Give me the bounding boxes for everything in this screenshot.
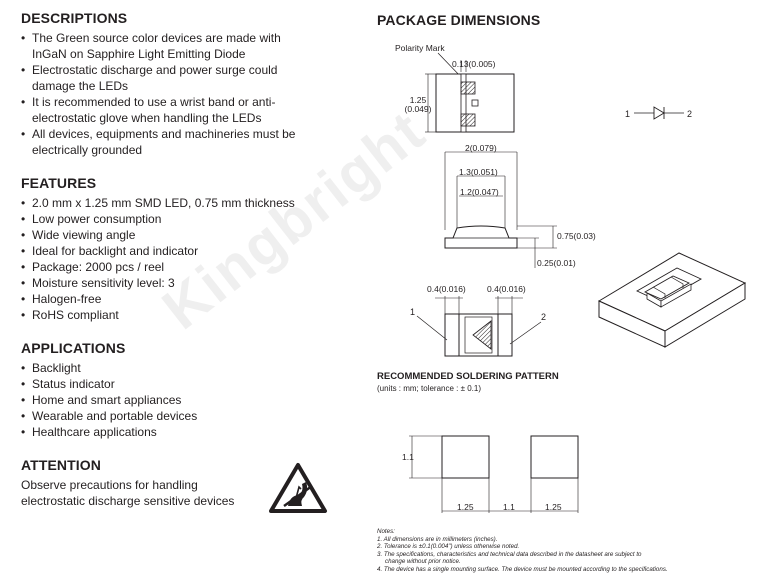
note-item: 1. All dimensions are in millimeters (in… bbox=[377, 535, 498, 543]
note-item: 3. The specifications, characteristics a… bbox=[377, 550, 642, 558]
notes-title: Notes: bbox=[377, 528, 395, 535]
list-item: Ideal for backlight and indicator bbox=[21, 243, 351, 259]
dim-pad-gap: 1.1 bbox=[503, 502, 515, 512]
dim-lens-inner: 1.2(0.047) bbox=[460, 187, 499, 197]
note-item: change without prior notice. bbox=[385, 558, 461, 566]
descriptions-title: DESCRIPTIONS bbox=[21, 10, 128, 26]
dim-height: 0.75(0.03) bbox=[557, 231, 596, 241]
list-item: Home and smart appliances bbox=[21, 392, 351, 408]
polarity-mark-label: Polarity Mark bbox=[395, 43, 445, 53]
dim-width-mm: 1.25 bbox=[410, 95, 427, 105]
soldering-title: RECOMMENDED SOLDERING PATTERN bbox=[377, 371, 559, 382]
dim-base: 0.25(0.01) bbox=[537, 258, 576, 268]
list-item: Wearable and portable devices bbox=[21, 408, 351, 424]
features-title: FEATURES bbox=[21, 175, 97, 191]
list-item: It is recommended to use a wrist band or… bbox=[21, 94, 307, 126]
notes: Notes: 1. All dimensions are in millimet… bbox=[377, 528, 668, 574]
attention-title: ATTENTION bbox=[21, 457, 101, 473]
soldering-pattern-drawing: 1.1 1.25 1.1 1.25 bbox=[402, 435, 579, 513]
features-list: 2.0 mm x 1.25 mm SMD LED, 0.75 mm thickn… bbox=[21, 195, 351, 323]
attention-line-2: electrostatic discharge sensitive device… bbox=[21, 494, 235, 508]
applications-title: APPLICATIONS bbox=[21, 340, 126, 356]
list-item: Wide viewing angle bbox=[21, 227, 351, 243]
symbol-pin2: 2 bbox=[687, 109, 692, 119]
dim-width-in: (0.049) bbox=[405, 104, 432, 114]
isometric-view-drawing bbox=[597, 252, 747, 348]
note-item: 4. The device has a single mounting surf… bbox=[377, 565, 668, 573]
note-item: 2. Tolerance is ±0.1(0.004") unless othe… bbox=[377, 543, 520, 551]
dim-total: 2(0.079) bbox=[465, 143, 497, 153]
soldering-subtitle: (units : mm; tolerance : ± 0.1) bbox=[377, 384, 481, 393]
list-item: Status indicator bbox=[21, 376, 351, 392]
dim-mark-width: 0.13(0.005) bbox=[452, 59, 496, 69]
list-item: All devices, equipments and machineries … bbox=[21, 126, 317, 158]
dim-pad-left: 0.4(0.016) bbox=[427, 284, 466, 294]
list-item: Low power consumption bbox=[21, 211, 351, 227]
dim-pad-left-width: 1.25 bbox=[457, 502, 474, 512]
list-item: Halogen-free bbox=[21, 291, 351, 307]
esd-warning-icon bbox=[269, 463, 327, 513]
list-item: Package: 2000 pcs / reel bbox=[21, 259, 351, 275]
diode-symbol: 1 2 bbox=[625, 106, 692, 120]
list-item: RoHS compliant bbox=[21, 307, 351, 323]
top-view-drawing: Polarity Mark 0.13(0.005) 1.25 (0.049) bbox=[395, 43, 515, 133]
left-column: DESCRIPTIONS The Green source color devi… bbox=[21, 10, 351, 509]
symbol-pin1: 1 bbox=[625, 109, 630, 119]
list-item: The Green source color devices are made … bbox=[21, 30, 302, 62]
bottom-pin2: 2 bbox=[541, 312, 546, 322]
list-item: Backlight bbox=[21, 360, 351, 376]
list-item: Electrostatic discharge and power surge … bbox=[21, 62, 302, 94]
dim-pad-right-width: 1.25 bbox=[545, 502, 562, 512]
side-view-drawing: 2(0.079) 1.3(0.051) 1.2(0.047) 0.75(0.03… bbox=[444, 143, 596, 268]
dim-pad-right: 0.4(0.016) bbox=[487, 284, 526, 294]
list-item: Moisture sensitivity level: 3 bbox=[21, 275, 351, 291]
applications-list: Backlight Status indicator Home and smar… bbox=[21, 360, 351, 440]
list-item: 2.0 mm x 1.25 mm SMD LED, 0.75 mm thickn… bbox=[21, 195, 351, 211]
bottom-pin1: 1 bbox=[410, 307, 415, 317]
bottom-view-drawing: 0.4(0.016) 0.4(0.016) 1 2 bbox=[410, 284, 546, 357]
attention-text: Observe precautions for handling electro… bbox=[21, 477, 351, 509]
dim-pad-height: 1.1 bbox=[402, 452, 414, 462]
list-item: Healthcare applications bbox=[21, 424, 351, 440]
descriptions-list: The Green source color devices are made … bbox=[21, 30, 351, 158]
dim-lens-top: 1.3(0.051) bbox=[459, 167, 498, 177]
package-dimensions-title: PACKAGE DIMENSIONS bbox=[377, 12, 541, 28]
attention-line-1: Observe precautions for handling bbox=[21, 478, 198, 492]
